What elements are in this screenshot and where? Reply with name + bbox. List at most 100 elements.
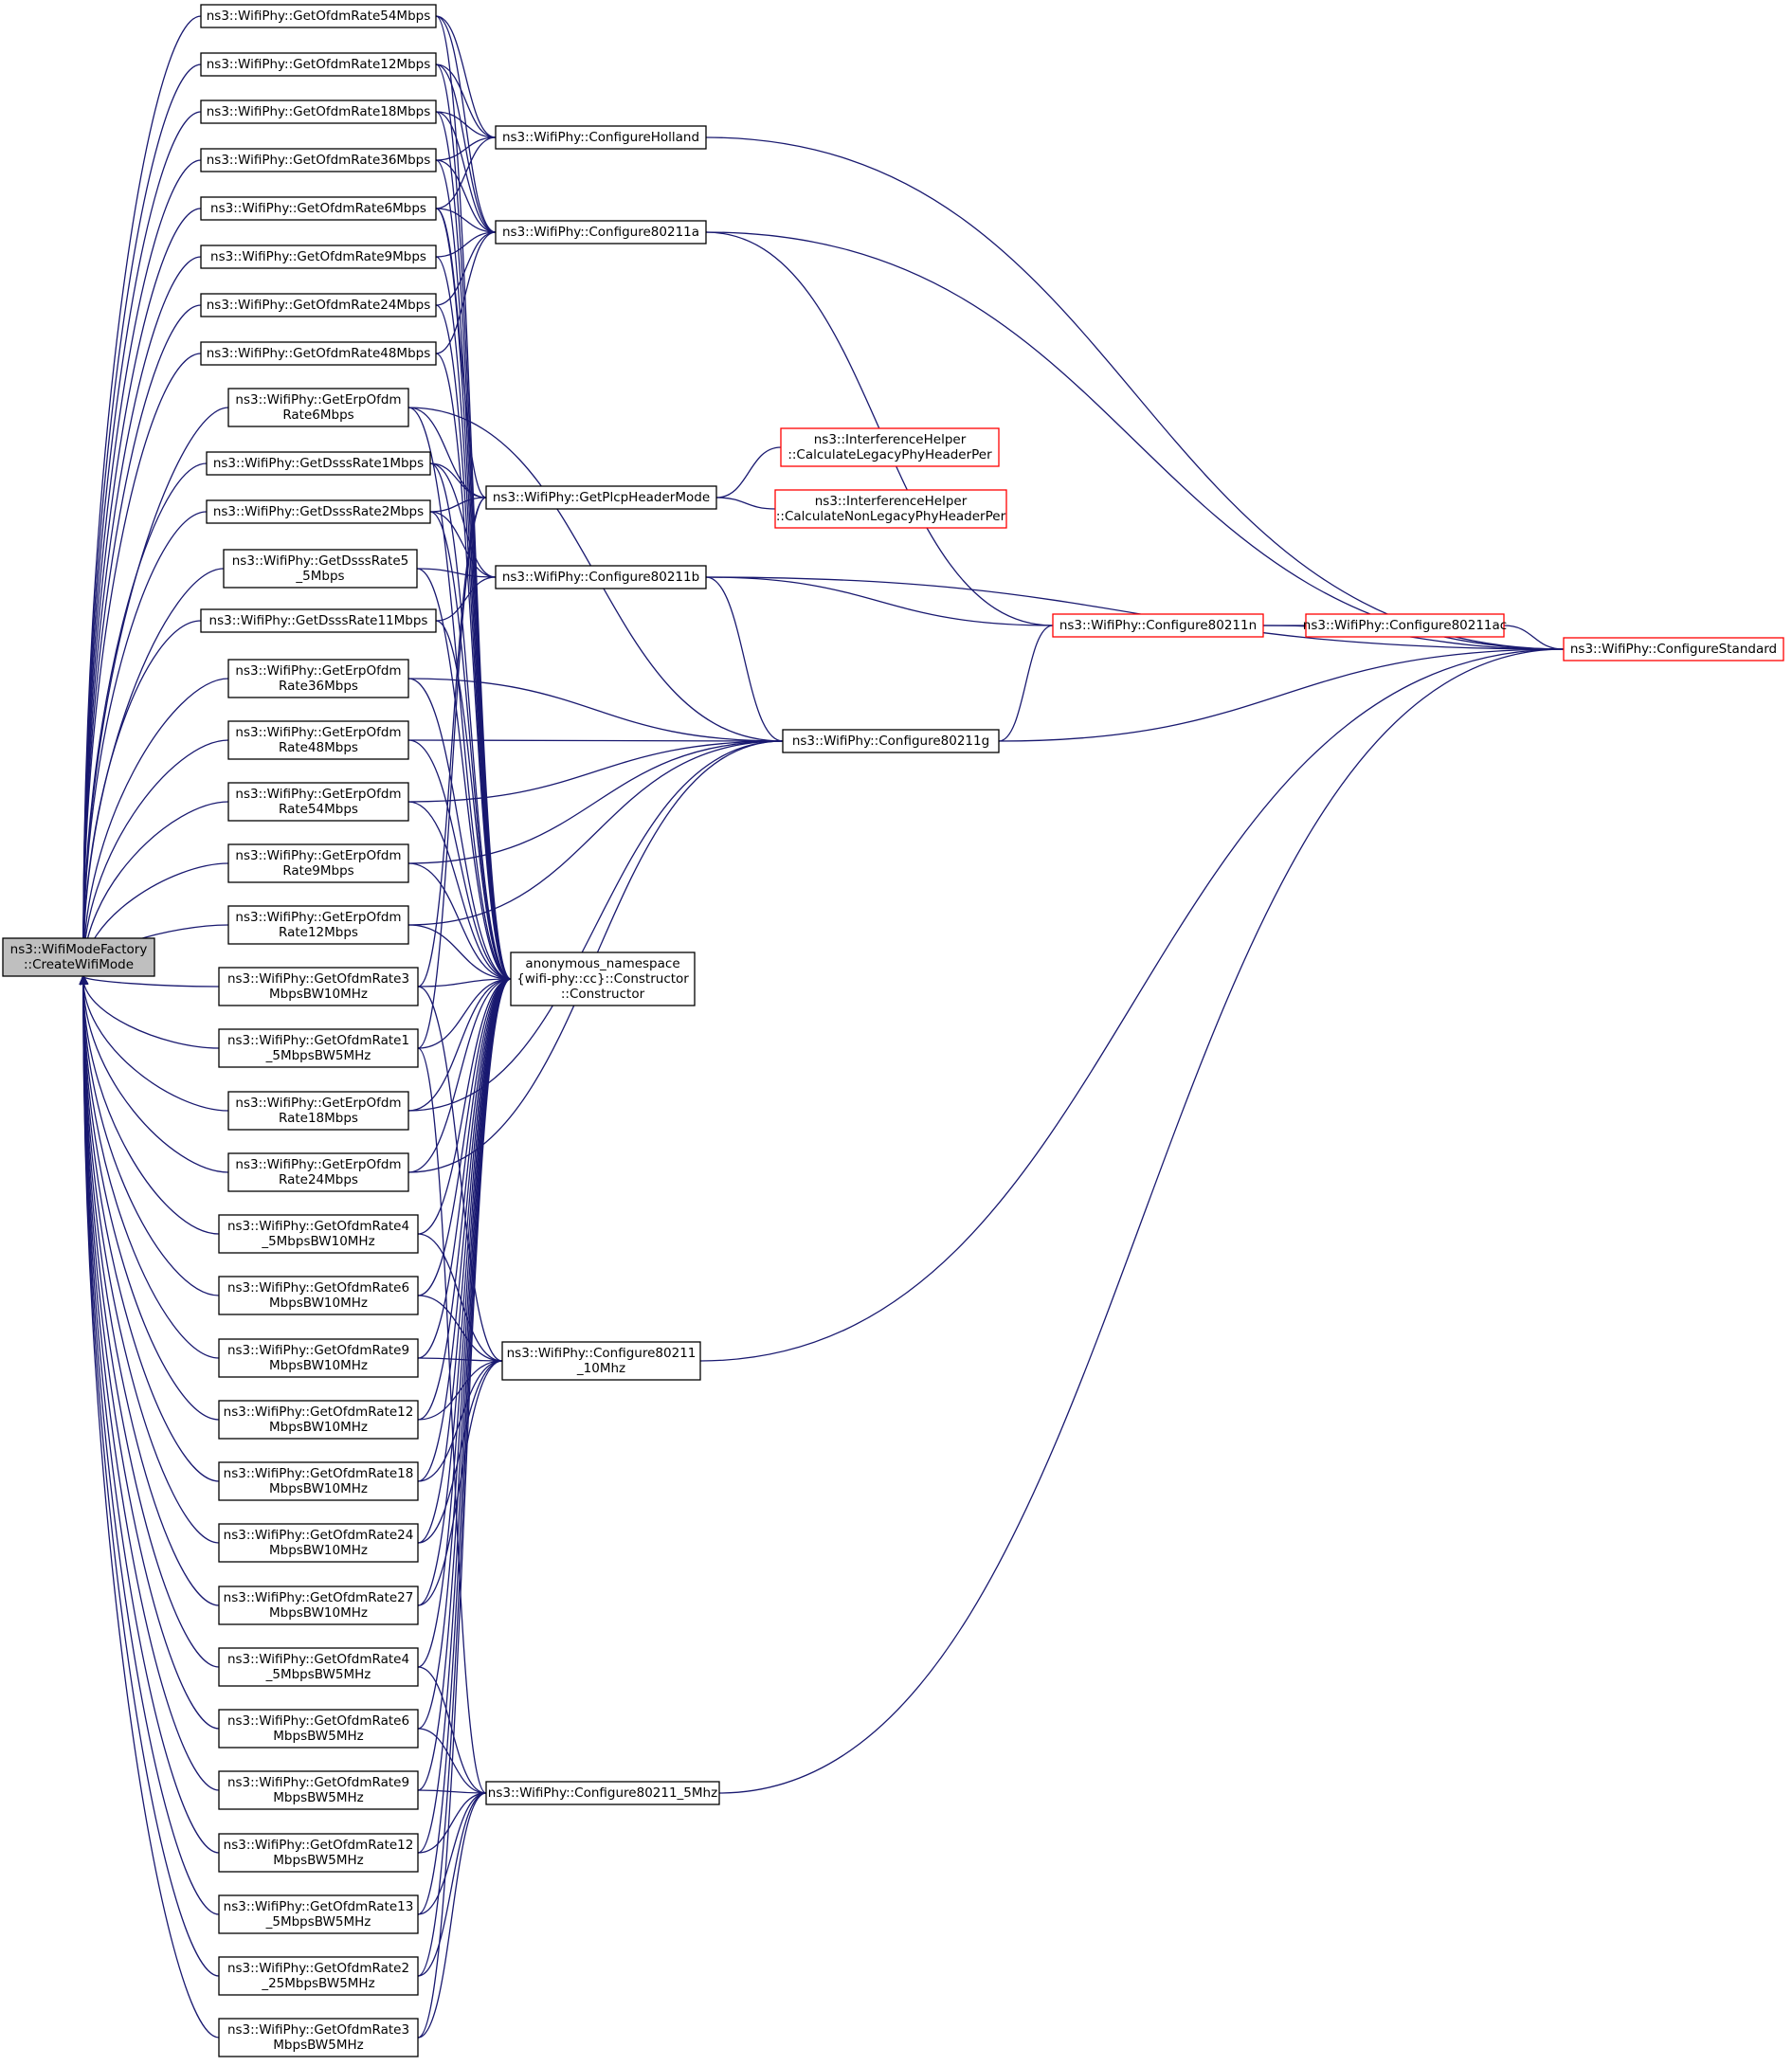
call-edge-e54-anon — [408, 802, 512, 980]
graph-node-c11n[interactable]: ns3::WifiPhy::Configure80211n — [1052, 613, 1264, 638]
call-edge-o18-holland — [436, 112, 497, 138]
node-label: ns3::WifiPhy::GetOfdmRate2 — [227, 1961, 409, 1976]
call-edge-f135-anon — [418, 978, 512, 1914]
call-edge-root-o9 — [83, 256, 202, 976]
node-label: ns3::WifiPhy::GetOfdmRate9 — [227, 1343, 409, 1358]
call-edge-root-f45 — [83, 976, 220, 1668]
graph-node-anon[interactable]: anonymous_namespace{wifi-phy::cc}::Const… — [510, 951, 696, 1006]
node-label: ns3::WifiPhy::GetOfdmRate48Mbps — [207, 346, 431, 361]
call-edge-t12-anon — [418, 978, 512, 1420]
graph-node-c10m[interactable]: ns3::WifiPhy::Configure80211_10Mhz — [501, 1341, 701, 1381]
graph-node-cstd[interactable]: ns3::WifiPhy::ConfigureStandard — [1563, 637, 1784, 661]
node-label: MbpsBW5MHz — [273, 1853, 363, 1868]
call-edge-c10m-cstd — [700, 648, 1565, 1361]
graph-node-t45[interactable]: ns3::WifiPhy::GetOfdmRate4_5MbpsBW10MHz — [218, 1214, 419, 1254]
node-box — [200, 341, 437, 366]
node-box — [485, 1781, 720, 1805]
node-label: Rate9Mbps — [282, 863, 353, 879]
graph-node-d11[interactable]: ns3::WifiPhy::GetDsssRate11Mbps — [200, 608, 437, 633]
node-box — [218, 2018, 419, 2057]
call-edge-root-o24 — [83, 304, 202, 976]
node-box — [218, 1276, 419, 1315]
node-label: ns3::InterferenceHelper — [815, 494, 968, 509]
graph-node-o24[interactable]: ns3::WifiPhy::GetOfdmRate24Mbps — [200, 293, 437, 317]
graph-node-c11ac[interactable]: ns3::WifiPhy::Configure80211ac — [1303, 613, 1507, 638]
node-label: _5MbpsBW5MHz — [265, 1048, 371, 1063]
graph-node-d1[interactable]: ns3::WifiPhy::GetDsssRate1Mbps — [206, 451, 431, 476]
node-label: MbpsBW10MHz — [269, 1481, 368, 1496]
call-edge-o54-holland — [436, 16, 497, 138]
node-label: {wifi-phy::cc}::Constructor — [516, 971, 689, 987]
node-label: MbpsBW10MHz — [269, 1420, 368, 1435]
call-edge-f15-anon — [418, 978, 512, 1048]
graph-node-c5m[interactable]: ns3::WifiPhy::Configure80211_5Mhz — [485, 1781, 720, 1805]
graph-node-o36[interactable]: ns3::WifiPhy::GetOfdmRate36Mbps — [200, 148, 437, 172]
graph-node-ihn[interactable]: ns3::InterferenceHelper::CalculateNonLeg… — [774, 489, 1007, 529]
node-box — [1305, 613, 1505, 638]
graph-node-o18[interactable]: ns3::WifiPhy::GetOfdmRate18Mbps — [200, 100, 437, 124]
graph-node-c11a[interactable]: ns3::WifiPhy::Configure80211a — [495, 220, 707, 245]
graph-node-f225[interactable]: ns3::WifiPhy::GetOfdmRate2_25MbpsBW5MHz — [218, 1956, 419, 1996]
call-edge-root-f12 — [83, 976, 220, 1854]
call-edge-e12-c11g — [408, 740, 784, 925]
graph-node-c11b[interactable]: ns3::WifiPhy::Configure80211b — [495, 565, 707, 589]
node-box — [206, 451, 431, 476]
graph-node-f15[interactable]: ns3::WifiPhy::GetOfdmRate1_5MbpsBW5MHz — [218, 1028, 419, 1068]
graph-node-holland[interactable]: ns3::WifiPhy::ConfigureHolland — [495, 125, 707, 150]
node-label: Rate54Mbps — [279, 802, 358, 817]
graph-node-o6[interactable]: ns3::WifiPhy::GetOfdmRate6Mbps — [200, 196, 437, 221]
node-label: Rate6Mbps — [282, 408, 353, 423]
node-label: MbpsBW10MHz — [269, 987, 368, 1002]
graph-node-o48[interactable]: ns3::WifiPhy::GetOfdmRate48Mbps — [200, 341, 437, 366]
node-label: ns3::WifiPhy::GetOfdmRate9 — [227, 1775, 409, 1790]
node-label: ns3::WifiPhy::GetDsssRate1Mbps — [213, 456, 424, 471]
graph-node-f45[interactable]: ns3::WifiPhy::GetOfdmRate4_5MbpsBW5MHz — [218, 1647, 419, 1687]
node-label: ns3::WifiPhy::ConfigureHolland — [502, 130, 699, 145]
graph-node-c11g[interactable]: ns3::WifiPhy::Configure80211g — [782, 729, 1000, 753]
call-edge-e9-anon — [408, 863, 512, 980]
graph-node-o9[interactable]: ns3::WifiPhy::GetOfdmRate9Mbps — [200, 245, 437, 269]
node-label: anonymous_namespace — [525, 956, 679, 971]
node-box — [218, 1214, 419, 1254]
call-edge-d1-c11b — [430, 463, 497, 578]
node-box — [501, 1341, 701, 1381]
graph-node-plcp[interactable]: ns3::WifiPhy::GetPlcpHeaderMode — [485, 485, 717, 510]
node-label: ns3::WifiPhy::GetOfdmRate3 — [227, 971, 409, 987]
node-label: ns3::WifiPhy::Configure80211_5Mhz — [488, 1785, 717, 1801]
node-label: ns3::WifiPhy::Configure80211 — [507, 1346, 697, 1361]
call-edge-c11b-cstd — [706, 577, 1565, 650]
graph-node-d2[interactable]: ns3::WifiPhy::GetDsssRate2Mbps — [206, 499, 431, 524]
node-label: ns3::WifiPhy::GetOfdmRate1 — [227, 1033, 409, 1048]
node-label: ns3::WifiPhy::GetOfdmRate12 — [224, 1405, 414, 1420]
graph-node-o54[interactable]: ns3::WifiPhy::GetOfdmRate54Mbps — [200, 4, 437, 28]
graph-node-o12[interactable]: ns3::WifiPhy::GetOfdmRate12Mbps — [200, 52, 437, 77]
graph-node-ihl[interactable]: ns3::InterferenceHelper::CalculateLegacy… — [780, 427, 1000, 467]
graph-node-d55[interactable]: ns3::WifiPhy::GetDsssRate5_5Mbps — [223, 549, 418, 589]
node-label: ns3::WifiPhy::Configure80211ac — [1303, 618, 1507, 633]
call-edge-t24-anon — [418, 978, 512, 1543]
node-label: MbpsBW5MHz — [273, 1790, 363, 1805]
call-edge-d11-anon — [436, 621, 512, 980]
graph-node-root[interactable]: ns3::WifiModeFactory::CreateWifiMode — [2, 937, 155, 977]
graph-node-f135[interactable]: ns3::WifiPhy::GetOfdmRate13_5MbpsBW5MHz — [218, 1894, 419, 1934]
node-box — [218, 1523, 419, 1563]
